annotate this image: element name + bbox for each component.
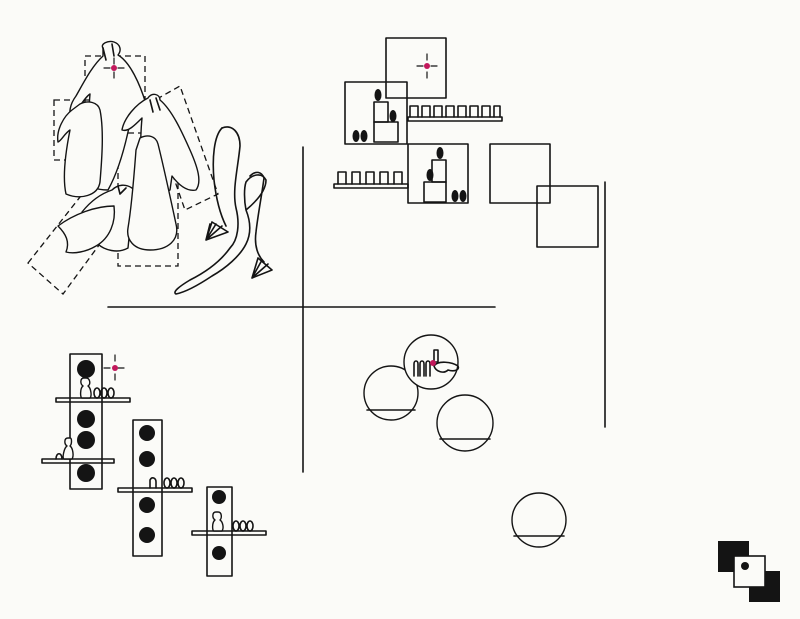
accent-dot: [112, 365, 118, 371]
vase: [451, 190, 459, 202]
black-disc: [139, 497, 155, 513]
shelf-board: [41, 458, 115, 464]
shelf-column: [69, 353, 103, 490]
fan-sketch: [205, 221, 229, 241]
black-disc: [77, 410, 95, 428]
black-disc: [139, 451, 155, 467]
vase: [374, 89, 382, 101]
shelf-item: [413, 360, 431, 377]
vase: [436, 147, 444, 159]
figure-sketch: [249, 171, 265, 263]
logo-dot: [741, 562, 749, 570]
logo-square-white: [733, 555, 766, 588]
shelf: [333, 171, 409, 189]
small-vase: [246, 520, 254, 532]
small-vase: [239, 520, 247, 532]
small-post: [433, 349, 439, 363]
accent-dot: [111, 65, 117, 71]
shelf-board: [191, 530, 267, 536]
stacked-squares-logo: [718, 541, 780, 602]
display-box: [407, 143, 469, 204]
small-vase: [177, 477, 185, 489]
vase: [389, 110, 397, 122]
circle-displays: [363, 334, 567, 548]
crosshair-icon: [416, 53, 438, 79]
crosshair-icon: [103, 354, 125, 381]
fan-sketch: [251, 257, 273, 279]
boxes-and-shelves: [333, 37, 599, 248]
garment-sketch: [127, 135, 178, 251]
figurine: [211, 511, 224, 532]
figure-sketch: [212, 127, 227, 227]
vase: [352, 130, 360, 142]
figurine: [62, 437, 74, 460]
small-vase: [232, 520, 240, 532]
round-display-contents: [413, 349, 460, 377]
vase: [459, 190, 467, 202]
small-vase: [163, 477, 171, 489]
crosshair-icon: [103, 57, 125, 79]
garment-sketch: [57, 205, 116, 254]
small-vase: [149, 477, 157, 489]
vase: [426, 169, 434, 181]
black-disc: [77, 360, 95, 378]
accent-dot: [424, 63, 430, 69]
shelf-board: [55, 397, 131, 403]
shelf: [407, 105, 503, 122]
figurine: [55, 452, 63, 460]
small-vase: [93, 387, 101, 399]
black-disc: [139, 425, 155, 441]
display-box: [344, 81, 408, 145]
pedestal: [373, 121, 399, 143]
black-disc: [212, 546, 226, 560]
display-box: [385, 37, 447, 99]
small-vase: [170, 477, 178, 489]
black-disc: [77, 464, 95, 482]
shelf-columns: [41, 353, 267, 577]
shelf-item: [409, 105, 501, 118]
shelf-board: [117, 487, 193, 493]
garment-detail: [102, 43, 115, 61]
garment-detail: [117, 185, 127, 195]
accent-dot: [430, 360, 436, 366]
garment-detail: [149, 97, 161, 113]
pedestal: [431, 159, 447, 183]
small-vase: [100, 387, 108, 399]
round-display: [363, 365, 419, 421]
vase: [360, 130, 368, 142]
black-disc: [77, 431, 95, 449]
shelf-item: [337, 171, 403, 185]
pedestal: [423, 181, 447, 203]
reclining-figure: [433, 361, 460, 373]
dashed-frame: [53, 99, 113, 161]
figure-sketch: [174, 126, 267, 295]
garment-sketches: [27, 40, 273, 295]
garment-sketch: [57, 101, 104, 198]
small-vase: [107, 387, 115, 399]
round-display: [436, 394, 494, 452]
round-display: [511, 492, 567, 548]
empty-box: [536, 185, 599, 248]
pedestal: [373, 101, 389, 123]
empty-box: [489, 143, 551, 204]
figurine: [79, 377, 92, 399]
divider-lines: [107, 146, 606, 473]
black-disc: [139, 527, 155, 543]
black-disc: [212, 490, 226, 504]
